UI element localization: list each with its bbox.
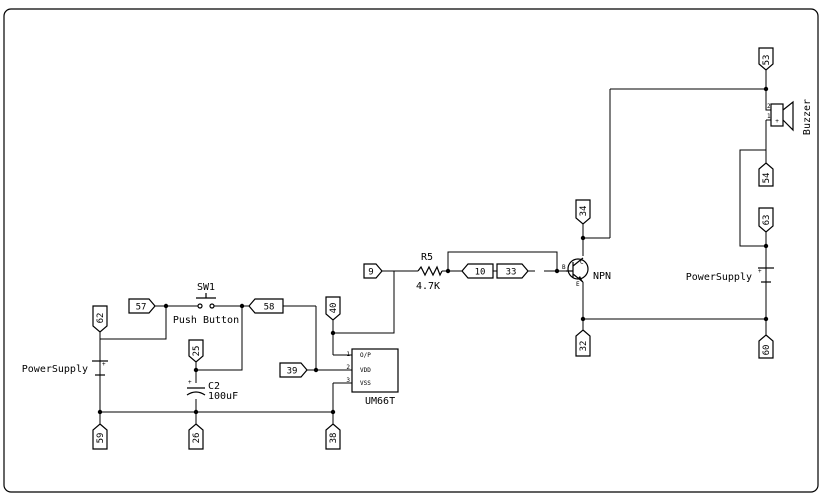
svg-text:O/P: O/P — [360, 352, 371, 359]
svg-text:+: + — [775, 118, 779, 125]
junctions — [97, 86, 769, 415]
svg-text:R5: R5 — [421, 252, 433, 263]
svg-text:NPN: NPN — [593, 271, 611, 282]
net-label-26: 26 — [188, 423, 204, 450]
svg-text:1: 1 — [346, 351, 350, 358]
svg-text:VDD: VDD — [360, 367, 371, 374]
svg-text:2: 2 — [346, 364, 350, 371]
svg-text:+: + — [758, 268, 762, 275]
buzzer: 2 1 + Buzzer — [767, 99, 813, 135]
net-label-10: 10 — [461, 263, 494, 279]
svg-text:C: C — [580, 259, 584, 266]
net-label-40: 40 — [325, 296, 341, 321]
svg-text:+: + — [102, 361, 106, 368]
svg-text:25: 25 — [192, 346, 202, 357]
net-label-57: 57 — [128, 298, 156, 314]
svg-text:34: 34 — [579, 206, 589, 217]
svg-text:62: 62 — [96, 313, 106, 324]
svg-text:UM66T: UM66T — [365, 396, 395, 407]
svg-text:3: 3 — [346, 377, 350, 384]
svg-text:33: 33 — [506, 268, 517, 278]
svg-text:+: + — [188, 379, 192, 386]
net-label-62: 62 — [92, 305, 108, 333]
net-label-58: 58 — [248, 298, 284, 314]
net-label-63: 63 — [758, 207, 774, 233]
svg-text:4.7K: 4.7K — [416, 281, 440, 292]
svg-text:60: 60 — [762, 345, 772, 356]
svg-text:57: 57 — [136, 303, 147, 313]
net-label-25: 25 — [188, 339, 204, 363]
svg-text:10: 10 — [475, 268, 486, 278]
svg-text:26: 26 — [192, 433, 202, 444]
svg-text:100uF: 100uF — [208, 391, 238, 402]
ic-um66t: 1 O/P 2 VDD 3 VSS UM66T — [346, 348, 399, 407]
net-label-39: 39 — [279, 362, 308, 378]
npn-transistor: B C E NPN — [562, 257, 611, 288]
svg-text:VSS: VSS — [360, 380, 371, 387]
power-supply-left: + PowerSupply — [22, 360, 108, 376]
svg-text:PowerSupply: PowerSupply — [686, 272, 752, 283]
svg-text:32: 32 — [579, 341, 589, 352]
svg-text:Buzzer: Buzzer — [802, 99, 813, 135]
svg-text:38: 38 — [329, 433, 339, 444]
svg-text:E: E — [576, 281, 580, 288]
svg-text:39: 39 — [287, 367, 298, 377]
net-label-59: 59 — [92, 423, 108, 450]
sheet-border — [3, 8, 819, 493]
net-label-34: 34 — [575, 199, 591, 225]
svg-text:59: 59 — [96, 433, 106, 444]
svg-text:58: 58 — [264, 303, 275, 313]
svg-text:2: 2 — [767, 103, 771, 110]
resistor-r5: R5 4.7K — [416, 252, 443, 292]
svg-text:1: 1 — [767, 113, 771, 120]
push-button-sw1: SW1 Push Button — [173, 282, 239, 326]
svg-text:Push Button: Push Button — [173, 315, 239, 326]
svg-text:SW1: SW1 — [197, 282, 215, 293]
power-supply-right: + PowerSupply — [686, 267, 774, 283]
svg-text:PowerSupply: PowerSupply — [22, 364, 88, 375]
svg-text:53: 53 — [762, 55, 772, 66]
svg-text:63: 63 — [762, 215, 772, 226]
svg-text:9: 9 — [368, 268, 373, 278]
wires — [99, 70, 771, 424]
svg-text:40: 40 — [329, 303, 339, 314]
svg-text:B: B — [562, 264, 566, 271]
net-label-38: 38 — [325, 423, 341, 450]
capacitor-c2: + C2 100uF — [186, 379, 238, 402]
net-label-53: 53 — [758, 47, 774, 71]
net-label-33: 33 — [496, 263, 529, 279]
net-label-54: 54 — [758, 162, 774, 187]
net-label-32: 32 — [575, 329, 591, 357]
net-label-60: 60 — [758, 334, 774, 359]
net-label-9: 9 — [363, 263, 383, 279]
svg-text:54: 54 — [762, 173, 772, 184]
svg-text:C2: C2 — [208, 381, 220, 392]
